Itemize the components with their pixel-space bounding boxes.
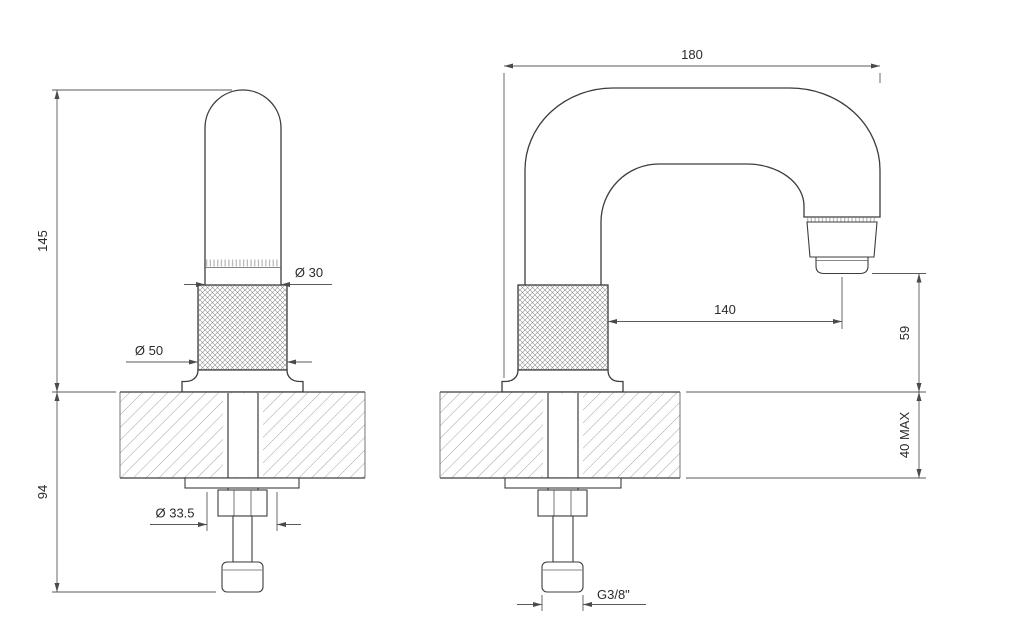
front-hose-connector [221,561,264,593]
dimensions-front: 145 94 Ø 30 Ø 50 Ø 33.5 [35,89,332,593]
dim-label-dia33-5: Ø 33.5 [155,506,194,521]
dim-label-94: 94 [35,485,50,499]
dim-label-thread: G3/8" [597,587,630,602]
dim-label-145: 145 [35,230,50,252]
side-base-flange [501,369,624,393]
side-supply-tube [552,515,574,563]
dimensions-side: 180 140 59 40 MAX G3/8" [503,47,926,611]
front-supply-tube [232,515,253,563]
side-deck-hole [543,393,583,477]
dim-label-59: 59 [897,326,912,340]
dim-label-dia30: Ø 30 [295,265,323,280]
front-spout-tube [204,89,282,287]
front-backnut [217,489,268,517]
side-aerator-tip [815,256,869,275]
side-outlet-body [806,221,878,258]
front-deck-hole [223,393,263,477]
front-washer [184,477,300,489]
dim-label-dia50: Ø 50 [135,343,163,358]
dim-label-180: 180 [681,47,703,62]
front-base-flange [181,369,304,393]
side-backnut [537,489,588,517]
side-knurled-grip [517,284,609,371]
side-view [439,87,881,593]
side-washer [504,477,622,489]
front-knurled-grip [197,284,288,371]
dim-label-40max: 40 MAX [897,412,912,459]
side-hose-connector [541,561,584,593]
side-spout-body [524,87,881,287]
dim-label-140: 140 [714,302,736,317]
front-view [119,89,366,593]
